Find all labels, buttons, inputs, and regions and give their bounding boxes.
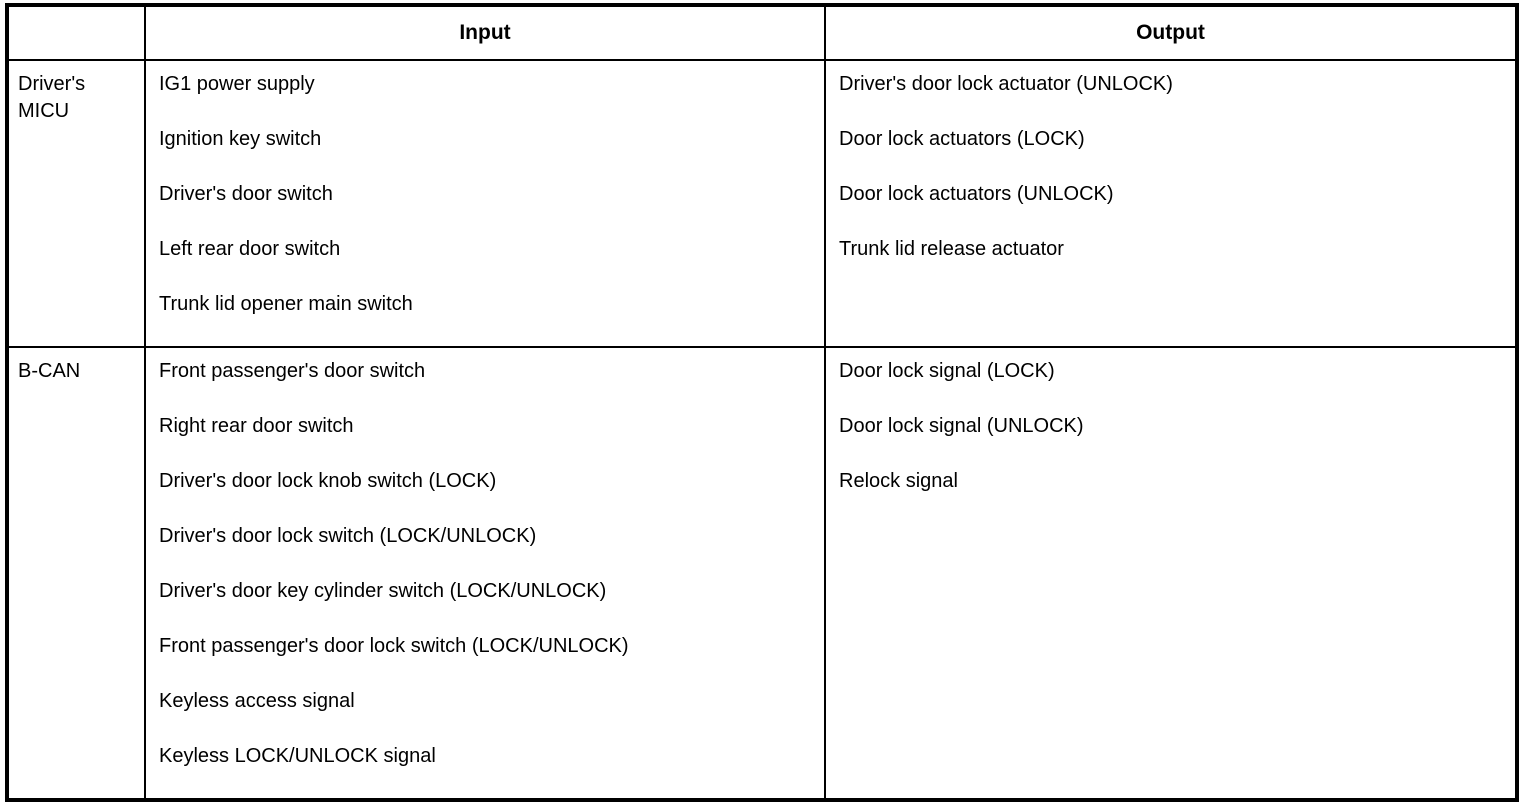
output-cell: Door lock signal (LOCK) Door lock signal… (824, 346, 1518, 801)
micu-io-table: Input Output Driver's MICU IG1 power sup… (5, 3, 1519, 802)
input-item: Right rear door switch (159, 415, 354, 437)
output-item: Trunk lid release actuator (839, 238, 1064, 260)
input-item: Ignition key switch (159, 128, 322, 150)
output-item: Relock signal (839, 470, 958, 492)
input-cell: IG1 power supply Ignition key switch Dri… (144, 59, 826, 348)
output-item: Door lock signal (UNLOCK) (839, 415, 1084, 437)
source-cell: Driver's MICU (6, 59, 146, 348)
header-cell-input: Input (144, 4, 826, 61)
input-item: Driver's door key cylinder switch (LOCK/… (159, 580, 607, 602)
input-item: Front passenger's door switch (159, 360, 426, 382)
input-cell: Front passenger's door switch Right rear… (144, 346, 826, 801)
source-cell: B-CAN (6, 346, 146, 801)
input-item: Keyless LOCK/UNLOCK signal (159, 745, 436, 767)
input-item: Driver's door lock switch (LOCK/UNLOCK) (159, 525, 537, 547)
header-cell-source (6, 4, 146, 61)
header-row: Input Output (6, 4, 1518, 61)
input-item: Keyless access signal (159, 690, 355, 712)
table-row-b-can: B-CAN Front passenger's door switch Righ… (6, 346, 1518, 801)
input-item: Front passenger's door lock switch (LOCK… (159, 635, 629, 657)
table-row-drivers-micu: Driver's MICU IG1 power supply Ignition … (6, 59, 1518, 348)
output-item: Door lock signal (LOCK) (839, 360, 1055, 382)
input-item: Left rear door switch (159, 238, 341, 260)
page: Input Output Driver's MICU IG1 power sup… (5, 3, 1519, 802)
header-cell-output: Output (824, 4, 1518, 61)
input-item: IG1 power supply (159, 73, 315, 95)
source-label: Driver's MICU (18, 73, 86, 122)
output-cell: Driver's door lock actuator (UNLOCK) Doo… (824, 59, 1518, 348)
output-item: Driver's door lock actuator (UNLOCK) (839, 73, 1173, 95)
input-item: Driver's door lock knob switch (LOCK) (159, 470, 497, 492)
input-item: Trunk lid opener main switch (159, 293, 413, 315)
output-item: Door lock actuators (LOCK) (839, 128, 1085, 150)
input-item: Driver's door switch (159, 183, 333, 205)
output-item: Door lock actuators (UNLOCK) (839, 183, 1114, 205)
source-label: B-CAN (18, 360, 81, 382)
